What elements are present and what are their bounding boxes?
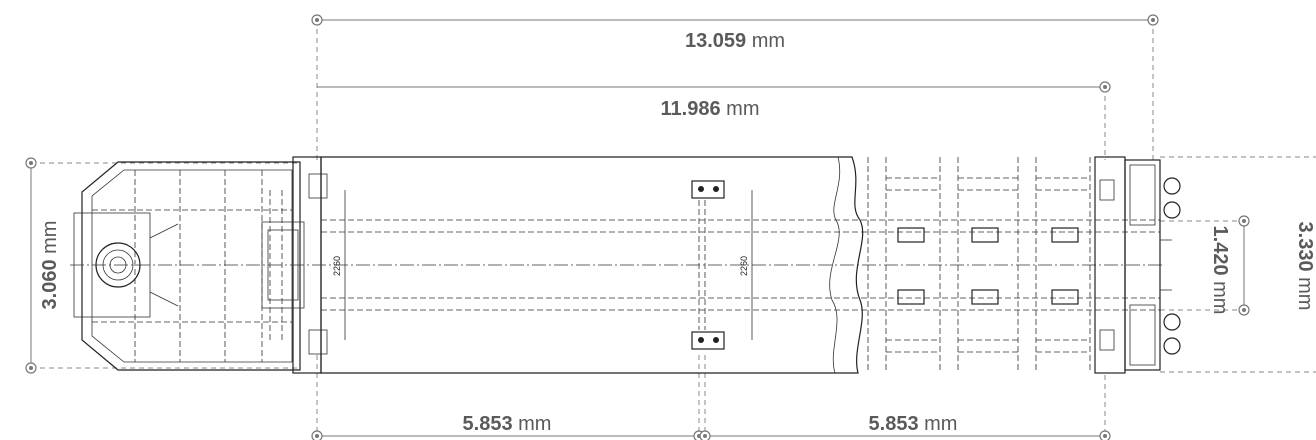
gooseneck [73,161,305,371]
dim-endpoint-marker [1238,304,1250,316]
front-lug-top [308,173,328,199]
dim-inner-width: 1.420 mm [1160,215,1250,316]
dim-endpoint-marker [699,430,711,440]
label-2260-right: 2260 [739,256,749,276]
label-2260-left: 2260 [332,256,342,276]
dim-bottom-halves: 5.853 mm 5.853 mm [311,355,1111,440]
dim-platform-length: 11.986 mm [317,81,1111,160]
dim-gooseneck-width: 3.060 mm [25,157,300,374]
dim-label-right-half: 5.853 mm [869,413,958,435]
brake-chamber-row-top [897,227,1079,243]
dim-overall-length: 13.059 mm [311,14,1159,160]
dim-endpoint-marker [25,157,37,169]
dim-label-left-half: 5.853 mm [463,413,552,435]
dim-label-gooseneck-width: 3.060 mm [39,221,61,310]
tail-light-icon [1163,177,1181,355]
dim-label-overall-length: 13.059 mm [685,30,785,52]
dim-endpoint-marker [25,362,37,374]
front-lug-bottom [308,329,328,355]
platform-deck: 2260 2260 [70,156,1165,374]
dim-label-inner-width: 1.420 mm [1209,226,1231,315]
dim-label-platform-length: 11.986 mm [661,98,760,120]
dim-endpoint-marker [311,14,323,26]
dim-overall-width: 3.330 mm [1160,156,1316,373]
trailer-drawing: 2260 2260 [70,156,1181,374]
dim-endpoint-marker [311,430,323,440]
dim-endpoint-marker [1238,215,1250,227]
rear-end [1094,156,1181,374]
twistlock-pair-top [691,180,725,199]
rear-axle-section [867,157,1091,373]
dim-endpoint-marker [1099,430,1111,440]
dim-endpoint-marker [1147,14,1159,26]
dim-label-overall-width: 3.330 mm [1294,222,1316,311]
twistlock-pair-bottom [691,331,725,350]
brake-chamber-row-bottom [897,289,1079,305]
axle-rails [886,177,1090,353]
dim-endpoint-marker [1099,81,1111,93]
